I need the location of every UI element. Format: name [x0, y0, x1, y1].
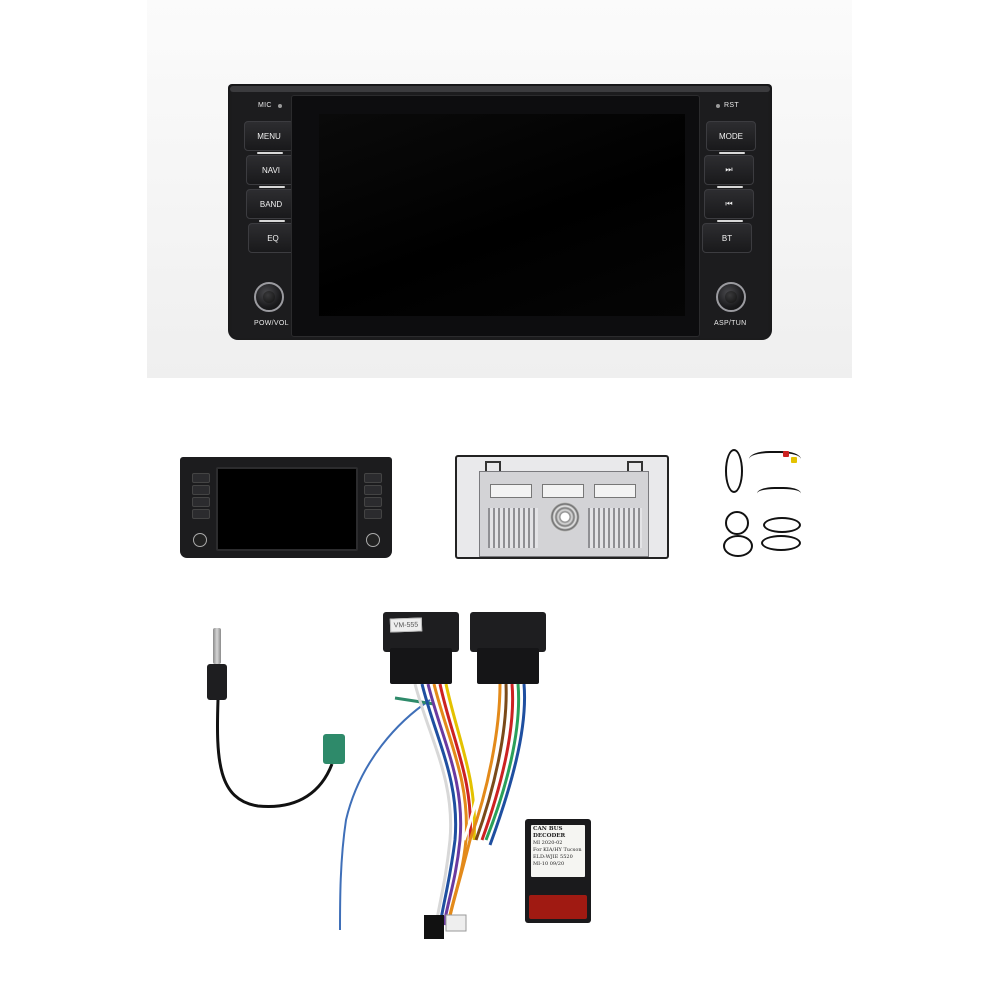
decoder-line: MI 2020-02 [533, 840, 563, 846]
harness-plug-right [477, 648, 539, 684]
next-track-button[interactable]: ⏭ [704, 155, 754, 188]
thumbnail-front-view[interactable] [180, 457, 392, 558]
prev-track-icon: ⏮ [725, 199, 733, 208]
thumbnail-button [364, 485, 382, 495]
rear-port [490, 484, 532, 498]
prev-track-button[interactable]: ⏮ [704, 189, 754, 222]
navi-button-label: NAVI [261, 165, 281, 175]
thumbnail-button [364, 497, 382, 507]
rear-vent [588, 508, 642, 548]
rear-port [542, 484, 584, 498]
decoder-title: CAN BUS DECODER [533, 826, 566, 839]
harness-plug-left [390, 648, 452, 684]
rear-panel [479, 471, 649, 557]
rst-label: RST [724, 102, 739, 109]
decoder-cap [529, 895, 587, 919]
pow-vol-label: POW/VOL [254, 320, 289, 327]
thumbnail-button [192, 473, 210, 483]
bt-button-label: BT [721, 233, 733, 243]
fakra-connector [323, 734, 345, 764]
power-volume-knob[interactable] [254, 282, 284, 312]
decoder-line: ELD:WJIE 5520 [533, 854, 573, 860]
mounting-bracket [627, 461, 643, 473]
decoder-label: CAN BUS DECODER MI 2020-02 For KIA/HY Tu… [531, 825, 585, 877]
menu-button-label: MENU [257, 131, 281, 141]
antenna-adapter [207, 664, 227, 700]
reset-hole [716, 104, 720, 108]
band-button-label: BAND [259, 199, 283, 209]
harness-end-plug [424, 915, 444, 939]
accessory-cable [763, 517, 801, 533]
harness-connector-right [470, 612, 546, 652]
canbus-decoder: CAN BUS DECODER MI 2020-02 For KIA/HY Tu… [525, 819, 591, 923]
mode-button[interactable]: MODE [706, 121, 756, 154]
cooling-fan [550, 502, 580, 532]
eq-button-label: EQ [267, 233, 279, 243]
thumbnail-accessories[interactable] [717, 437, 805, 559]
tuning-knob[interactable] [716, 282, 746, 312]
microphone-cable [723, 535, 753, 557]
mounting-bracket [485, 461, 501, 473]
thumbnail-button [364, 473, 382, 483]
accessory-cable [749, 451, 801, 471]
blue-lead-wire [339, 699, 431, 931]
head-unit-trim [230, 86, 770, 92]
accessory-cable [761, 535, 801, 551]
connector-tag: VM-555 [389, 617, 423, 633]
thumbnail-button [192, 497, 210, 507]
rear-port [594, 484, 636, 498]
thumbnail-knob [193, 533, 207, 547]
mic-hole [278, 104, 282, 108]
thumbnail-button [192, 485, 210, 495]
thumbnail-button [364, 509, 382, 519]
rca-plug [791, 457, 797, 463]
wire-bundle [413, 683, 527, 926]
mode-button-label: MODE [719, 131, 743, 141]
mic-label: MIC [258, 102, 272, 109]
rca-plug [783, 451, 789, 457]
antenna-cable [215, 699, 334, 808]
rear-vent [488, 508, 538, 548]
thumbnail-button [192, 509, 210, 519]
accessory-cable [725, 449, 743, 493]
accessory-cable [725, 511, 749, 535]
thumbnail-screen [216, 467, 358, 551]
harness-connector-left: VM-555 [383, 612, 459, 652]
harness-end-plug [445, 914, 467, 932]
next-track-icon: ⏭ [725, 165, 733, 174]
thumbnail-rear-view[interactable] [455, 455, 669, 559]
decoder-line: For KIA/HY Tucson [533, 847, 582, 853]
head-unit: MIC RST MENU NAVI BAND EQ MODE ⏭ ⏮ BT PO… [228, 84, 772, 340]
band-button[interactable]: BAND [246, 189, 296, 222]
screen-glass [319, 114, 685, 316]
touch-screen[interactable] [319, 114, 685, 316]
thumbnail-knob [366, 533, 380, 547]
accessory-cable [757, 487, 801, 503]
antenna-plug-tip [213, 628, 221, 664]
bt-button[interactable]: BT [702, 223, 752, 253]
decoder-line: MI-10 09/20 [533, 861, 565, 867]
navi-button[interactable]: NAVI [246, 155, 296, 188]
asp-tun-label: ASP/TUN [714, 320, 747, 327]
